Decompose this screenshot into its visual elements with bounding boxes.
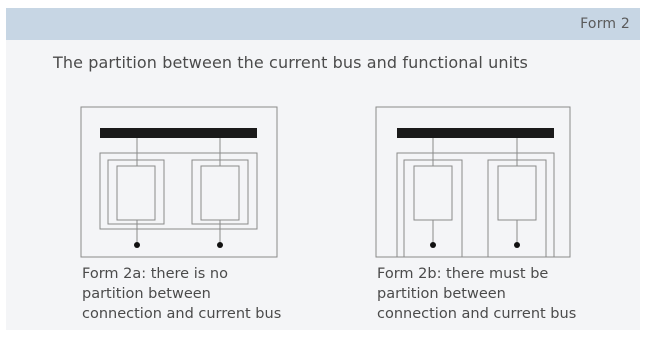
functional-unit-left xyxy=(413,165,453,221)
busbar xyxy=(397,128,554,138)
form-title: Form 2 xyxy=(580,16,630,32)
caption-line: partition between xyxy=(82,286,211,302)
caption-line: connection and current bus xyxy=(377,306,577,322)
form-2-card: Form 2 The partition between the current… xyxy=(6,8,640,330)
terminal-dot-right xyxy=(217,242,223,248)
functional-unit-outer-right xyxy=(487,159,547,258)
functional-unit-outer-left xyxy=(107,159,165,225)
form-2b-caption: Form 2b: there must be partition between… xyxy=(377,264,576,324)
header-bar: Form 2 xyxy=(6,8,640,40)
enclosure-outline xyxy=(80,106,278,258)
functional-unit-right xyxy=(497,165,537,221)
functional-unit-outer-right xyxy=(191,159,249,225)
form-2b-diagram xyxy=(375,106,571,258)
functional-unit-compartment xyxy=(99,152,258,230)
terminal-dot-right xyxy=(514,242,520,248)
form-2a-diagram xyxy=(80,106,278,258)
form-2a-caption: Form 2a: there is no partition between c… xyxy=(82,264,281,324)
functional-unit-left xyxy=(116,165,156,221)
functional-unit-right xyxy=(200,165,240,221)
caption-line: Form 2b: there must be xyxy=(377,266,549,282)
enclosure-outline xyxy=(375,106,571,258)
caption-line: partition between xyxy=(377,286,506,302)
terminal-dot-left xyxy=(430,242,436,248)
functional-unit-outer-left xyxy=(403,159,463,258)
caption-line: Form 2a: there is no xyxy=(82,266,228,282)
busbar xyxy=(100,128,257,138)
caption-line: connection and current bus xyxy=(82,306,282,322)
partition-barrier xyxy=(396,152,555,257)
diagram-subtitle: The partition between the current bus an… xyxy=(53,53,528,72)
terminal-dot-left xyxy=(134,242,140,248)
